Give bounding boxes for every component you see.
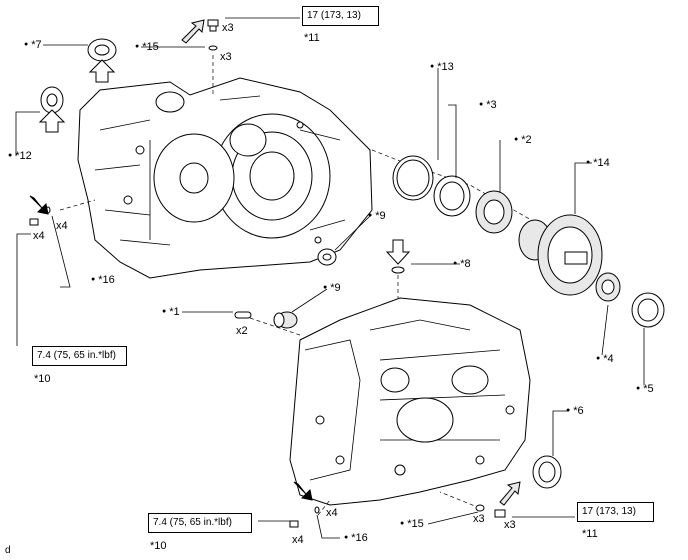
assembly-centerline xyxy=(439,491,481,509)
assembly-centerline xyxy=(59,199,96,211)
torque-spec-box: 7.4 (75, 65 in.*lbf) xyxy=(148,513,252,533)
bearing-race-part-3 xyxy=(433,175,471,217)
callout-14: *14 xyxy=(586,157,610,169)
o-ring-part-16 xyxy=(314,506,320,514)
callout-16: *16 xyxy=(91,274,115,286)
qty-x4: x4 xyxy=(292,534,304,546)
torque-pattern-arrow xyxy=(181,19,205,44)
corner-mark: d xyxy=(5,545,11,556)
oil-seal-part-7 xyxy=(87,38,117,62)
ring-part-13 xyxy=(392,155,434,201)
o-ring-part-15 xyxy=(475,504,485,512)
torque-spec-box: 17 (173, 13) xyxy=(302,6,379,26)
qty-x3: x3 xyxy=(222,22,234,34)
bolt-bottom-left xyxy=(289,520,299,528)
bearing-part-2 xyxy=(475,190,513,234)
callout-2: *2 xyxy=(514,134,531,146)
bearing-race-part-6 xyxy=(532,455,562,489)
callout-11: *11 xyxy=(582,528,598,540)
transaxle-case-upper xyxy=(77,77,373,279)
assembly-centerline xyxy=(317,499,331,516)
callout-10: *10 xyxy=(150,540,167,552)
callout-6: *6 xyxy=(566,405,583,417)
bushing-part-9 xyxy=(273,311,298,329)
torque-pattern-arrow xyxy=(499,481,521,506)
apply-fluid-arrow xyxy=(29,195,49,215)
callout-7: *7 xyxy=(24,39,41,51)
dowel-pin-part-1 xyxy=(234,311,252,319)
callout-1: *1 xyxy=(162,306,179,318)
qty-x3: x3 xyxy=(504,519,516,531)
qty-x4: x4 xyxy=(56,220,68,232)
assembly-centerline xyxy=(371,149,541,226)
callout-10: *10 xyxy=(34,373,51,385)
transaxle-housing-lower xyxy=(289,297,531,506)
qty-x4: x4 xyxy=(33,230,45,242)
qty-x2: x2 xyxy=(236,325,248,337)
callout-13: *13 xyxy=(430,61,454,73)
callout-11: *11 xyxy=(304,32,320,44)
bolt-bottom-right xyxy=(494,509,506,518)
bolt-left xyxy=(29,218,39,226)
qty-x3: x3 xyxy=(220,51,232,63)
gear-part-14 xyxy=(518,214,603,296)
callout-4: *4 xyxy=(596,353,613,365)
callout-5: *5 xyxy=(636,383,653,395)
torque-spec-box: 7.4 (75, 65 in.*lbf) xyxy=(32,346,127,366)
o-ring-part-15 xyxy=(208,45,218,51)
oil-seal-part-12 xyxy=(40,86,64,114)
install-direction-arrow xyxy=(385,239,411,265)
install-direction-arrow xyxy=(38,109,66,133)
bearing-race-part-5 xyxy=(631,292,665,328)
bolt-top xyxy=(207,19,219,32)
callout-9: *9 xyxy=(368,210,385,222)
callout-8: *8 xyxy=(453,258,470,270)
o-ring-part-8 xyxy=(391,266,405,274)
qty-x3: x3 xyxy=(473,513,485,525)
callout-16: *16 xyxy=(344,532,368,544)
qty-x4: x4 xyxy=(326,507,338,519)
torque-spec-box: 17 (173, 13) xyxy=(577,502,654,522)
apply-fluid-arrow xyxy=(293,481,313,501)
callout-3: *3 xyxy=(479,99,496,111)
callout-15: *15 xyxy=(400,518,424,530)
assembly-centerline xyxy=(249,317,301,336)
callout-9: *9 xyxy=(323,282,340,294)
bearing-part-4 xyxy=(595,272,621,302)
callout-15: *15 xyxy=(135,41,159,53)
install-direction-arrow xyxy=(88,59,116,83)
callout-12: *12 xyxy=(8,150,32,162)
seal-part-9 xyxy=(317,248,337,266)
